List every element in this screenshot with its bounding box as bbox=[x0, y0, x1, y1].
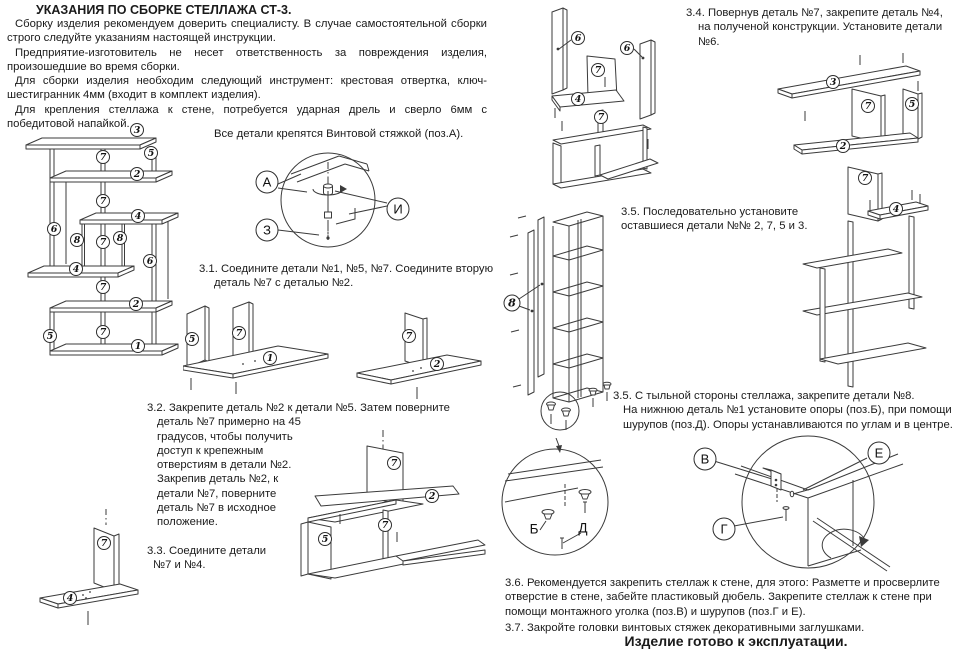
part-label: 6 bbox=[47, 222, 61, 236]
part-label: 7 bbox=[387, 456, 401, 470]
part-label: 3 bbox=[130, 123, 144, 137]
diagram-screw-tie-detail: А З И bbox=[243, 142, 448, 267]
part-label: 4 bbox=[63, 591, 77, 605]
ready-statement: Изделие готово к эксплуатации. bbox=[624, 633, 848, 649]
part-label: 4 bbox=[889, 202, 903, 216]
diagram-step-3-1-left: 5 7 1 bbox=[183, 298, 335, 408]
diagram-step-3-4: 6 6 7 4 7 bbox=[538, 3, 693, 203]
part-label: 5 bbox=[905, 97, 919, 111]
intro-paragraph: Предприятие-изготовитель не несет ответс… bbox=[7, 46, 487, 73]
foot-detail-drawing bbox=[501, 438, 609, 556]
page-title: УКАЗАНИЯ ПО СБОРКЕ СТЕЛЛАЖА СТ-3. bbox=[36, 3, 292, 17]
callout-v: В bbox=[693, 447, 717, 471]
part-label: 7 bbox=[96, 325, 110, 339]
part-label: 6 bbox=[620, 41, 634, 55]
part-label: 2 bbox=[425, 489, 439, 503]
intro-paragraph: Сборку изделия рекомендуем доверить спец… bbox=[7, 18, 487, 45]
step-3-6-text: 3.6. Рекомендуется закрепить стеллаж к с… bbox=[505, 577, 940, 618]
part-label: 5 bbox=[185, 332, 199, 346]
assembled-shelf-drawing bbox=[25, 137, 179, 356]
step-3-2-text: 3.2. Закрепите деталь №2 к детали №5. За… bbox=[147, 401, 450, 530]
callout-g: Г bbox=[712, 517, 736, 541]
step-3-2-rest: деталь №7 примерно на 45 градусов, чтобы… bbox=[157, 416, 301, 529]
diagram-step-3-5-strips: 8 bbox=[503, 198, 625, 445]
part-label: 4 bbox=[69, 262, 83, 276]
part-label: 7 bbox=[378, 518, 392, 532]
wall-mount-drawing bbox=[713, 435, 904, 572]
part-label: 1 bbox=[263, 351, 277, 365]
part-label: 7 bbox=[96, 194, 110, 208]
part-label: 7 bbox=[97, 536, 111, 550]
step-3-5-back-line1: 3.5. С тыльной стороны стеллажа, закрепи… bbox=[613, 390, 915, 402]
step-3-5-strips-drawing bbox=[509, 211, 612, 431]
step-3-2-drawing bbox=[300, 430, 486, 580]
part-label: 7 bbox=[858, 171, 872, 185]
diagram-assembled-shelf: 3 7 5 2 7 6 8 7 8 4 4 6 7 2 5 7 1 bbox=[22, 123, 207, 375]
step-3-3-drawing bbox=[39, 509, 139, 625]
part-label: 2 bbox=[130, 167, 144, 181]
step-3-5-install-text: 3.5. Последовательно установите оставшие… bbox=[621, 205, 813, 234]
part-label: 7 bbox=[402, 329, 416, 343]
part-label: 6 bbox=[571, 31, 585, 45]
diagram-foot-detail: Б Д bbox=[483, 438, 635, 590]
step-3-5-exploded-drawing bbox=[777, 53, 929, 388]
part-label: 6 bbox=[143, 254, 157, 268]
step-3-4-drawing bbox=[551, 7, 659, 189]
screw-tie-drawing bbox=[277, 152, 388, 248]
step-3-7-text: 3.7. Закройте головки винтовых стяжек де… bbox=[505, 622, 865, 634]
intro-paragraph: Для крепления стеллажа к стене, потребуе… bbox=[7, 103, 487, 131]
step-3-5-back-rest: На нижнюю деталь №1 установите опоры (по… bbox=[623, 404, 953, 431]
part-label: 3 bbox=[826, 75, 840, 89]
diagram-step-3-1-right: 7 2 bbox=[355, 303, 487, 405]
part-label: 5 bbox=[318, 532, 332, 546]
part-label: 7 bbox=[96, 280, 110, 294]
part-label: 2 bbox=[129, 297, 143, 311]
diagram-step-3-5-exploded: 3 7 5 2 7 4 bbox=[768, 53, 970, 393]
intro-block: Сборку изделия рекомендуем доверить спец… bbox=[7, 17, 487, 131]
callout-e: Е bbox=[867, 441, 891, 465]
step-3-4-text: 3.4. Повернув деталь №7, закрепите детал… bbox=[686, 7, 943, 48]
part-label: 7 bbox=[591, 63, 605, 77]
part-label: 7 bbox=[96, 235, 110, 249]
part-label: 8 bbox=[503, 294, 521, 312]
part-label: 7 bbox=[861, 99, 875, 113]
step-3-5-back-text: 3.5. С тыльной стороны стеллажа, закрепи… bbox=[613, 389, 970, 432]
callout-z: З bbox=[255, 218, 279, 242]
callout-d: Д bbox=[578, 520, 588, 536]
part-label: 7 bbox=[594, 110, 608, 124]
intro-paragraph: Для сборки изделия необходим следующий и… bbox=[7, 75, 487, 102]
step-3-1-left-drawing bbox=[183, 301, 329, 394]
part-label: 1 bbox=[131, 339, 145, 353]
part-label: 7 bbox=[232, 326, 246, 340]
part-label: 4 bbox=[571, 92, 585, 106]
diagram-wall-mount-detail: В Е Г bbox=[693, 428, 970, 580]
step-3-3-text: 3.3. Соедините детали №7 и №4. bbox=[147, 545, 267, 572]
part-label: 5 bbox=[144, 146, 158, 160]
part-label: 4 bbox=[131, 209, 145, 223]
callout-b: Б bbox=[529, 521, 539, 537]
step-3-1-text: 3.1. Соедините детали №1, №5, №7. Соедин… bbox=[199, 263, 494, 290]
diagram-step-3-3: 7 4 bbox=[28, 503, 200, 645]
part-label: 7 bbox=[96, 150, 110, 164]
part-label: 5 bbox=[43, 329, 57, 343]
part-label: 8 bbox=[70, 233, 84, 247]
step-3-1-right-drawing bbox=[356, 312, 482, 399]
diagram-step-3-2: 7 2 7 5 bbox=[293, 428, 491, 588]
step-3-2-line1: 3.2. Закрепите деталь №2 к детали №5. За… bbox=[147, 402, 450, 414]
callout-i: И bbox=[386, 197, 410, 221]
part-label: 2 bbox=[836, 139, 850, 153]
fastener-note: Все детали крепятся Винтовой стяжкой (по… bbox=[214, 128, 464, 140]
part-label: 2 bbox=[430, 357, 444, 371]
callout-a: А bbox=[255, 170, 279, 194]
part-label: 8 bbox=[113, 231, 127, 245]
